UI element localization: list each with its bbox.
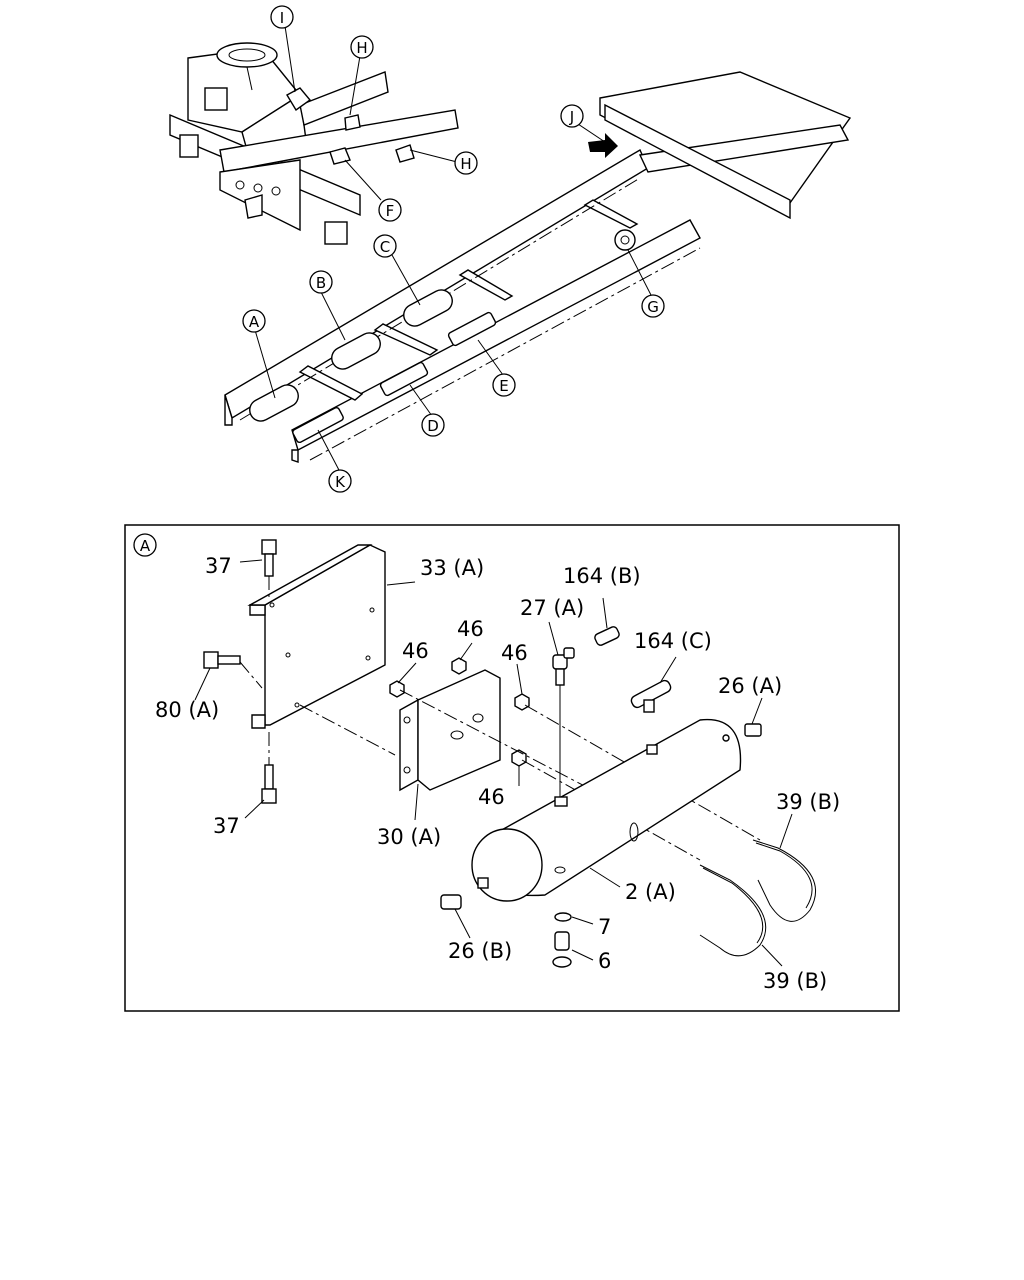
washer-7 xyxy=(554,912,572,922)
label-26b: 26 (B) xyxy=(448,939,512,963)
pipe-39b-upper xyxy=(752,839,817,922)
frame-illustration xyxy=(224,71,852,463)
svg-text:D: D xyxy=(427,417,439,435)
label-164c: 164 (C) xyxy=(634,629,712,653)
label-46-a: 46 xyxy=(457,617,484,641)
svg-text:H: H xyxy=(460,155,471,173)
detail-leaders xyxy=(194,559,793,967)
detail-view-a: A xyxy=(124,524,900,1012)
label-164b: 164 (B) xyxy=(563,564,641,588)
direction-arrow-icon xyxy=(588,133,618,158)
callout-J: J xyxy=(560,104,584,128)
label-7: 7 xyxy=(598,915,611,939)
overview-leaders xyxy=(254,25,653,473)
svg-text:E: E xyxy=(499,377,508,395)
svg-text:I: I xyxy=(280,9,284,27)
callout-H-rail: H xyxy=(454,151,478,175)
svg-text:F: F xyxy=(386,202,395,220)
connector-164b xyxy=(594,626,620,646)
nut-46-c xyxy=(514,693,530,711)
callout-I: I xyxy=(270,5,294,29)
callout-G: G xyxy=(641,294,665,318)
air-tank-2a xyxy=(471,718,742,902)
callout-B: B xyxy=(309,270,333,294)
label-46-c: 46 xyxy=(501,641,528,665)
bracket-33a xyxy=(247,544,386,729)
label-37-bottom: 37 xyxy=(213,814,240,838)
label-27a: 27 (A) xyxy=(520,596,584,620)
svg-text:A: A xyxy=(140,537,151,555)
bolt-80a xyxy=(203,651,263,689)
label-39b-top: 39 (B) xyxy=(776,790,840,814)
bracket-30a xyxy=(399,669,501,792)
tank-c-illustration xyxy=(403,289,453,327)
bolt-37-bottom xyxy=(261,732,277,804)
elbow-27a xyxy=(552,647,575,797)
tank-a-illustration xyxy=(249,384,299,422)
label-26a: 26 (A) xyxy=(718,674,782,698)
svg-text:J: J xyxy=(569,108,574,126)
chassis-overview: I H H F J C B G xyxy=(169,5,852,493)
label-46-b: 46 xyxy=(402,639,429,663)
callout-A: A xyxy=(242,309,266,333)
label-46-d: 46 xyxy=(478,785,505,809)
svg-text:K: K xyxy=(335,473,346,491)
svg-text:H: H xyxy=(356,39,367,57)
label-80a: 80 (A) xyxy=(155,698,219,722)
cab-illustration xyxy=(169,42,459,245)
svg-text:C: C xyxy=(380,238,390,256)
nut-46-b xyxy=(451,657,467,675)
tee-164c xyxy=(630,679,672,713)
callout-E: E xyxy=(492,373,516,397)
label-30a: 30 (A) xyxy=(377,825,441,849)
svg-text:B: B xyxy=(316,274,326,292)
plug-26b xyxy=(440,894,462,910)
callout-C: C xyxy=(373,234,397,258)
pipe-39b-lower xyxy=(699,864,767,957)
tank-b-illustration xyxy=(331,332,381,370)
label-37-top: 37 xyxy=(205,554,232,578)
label-39b-bottom: 39 (B) xyxy=(763,969,827,993)
detail-view-letter: A xyxy=(133,533,157,557)
label-2a: 2 (A) xyxy=(625,880,676,904)
callout-K: K xyxy=(328,469,352,493)
callout-F: F xyxy=(378,198,402,222)
drain-valve-6 xyxy=(552,931,572,968)
callout-D: D xyxy=(421,413,445,437)
nut-46-a xyxy=(389,680,405,698)
callout-H-cab: H xyxy=(350,35,374,59)
label-33a: 33 (A) xyxy=(420,556,484,580)
plug-26a xyxy=(744,723,762,737)
svg-text:G: G xyxy=(647,298,659,316)
bolt-37-top xyxy=(261,539,277,600)
svg-text:A: A xyxy=(249,313,260,331)
label-6: 6 xyxy=(598,949,611,973)
